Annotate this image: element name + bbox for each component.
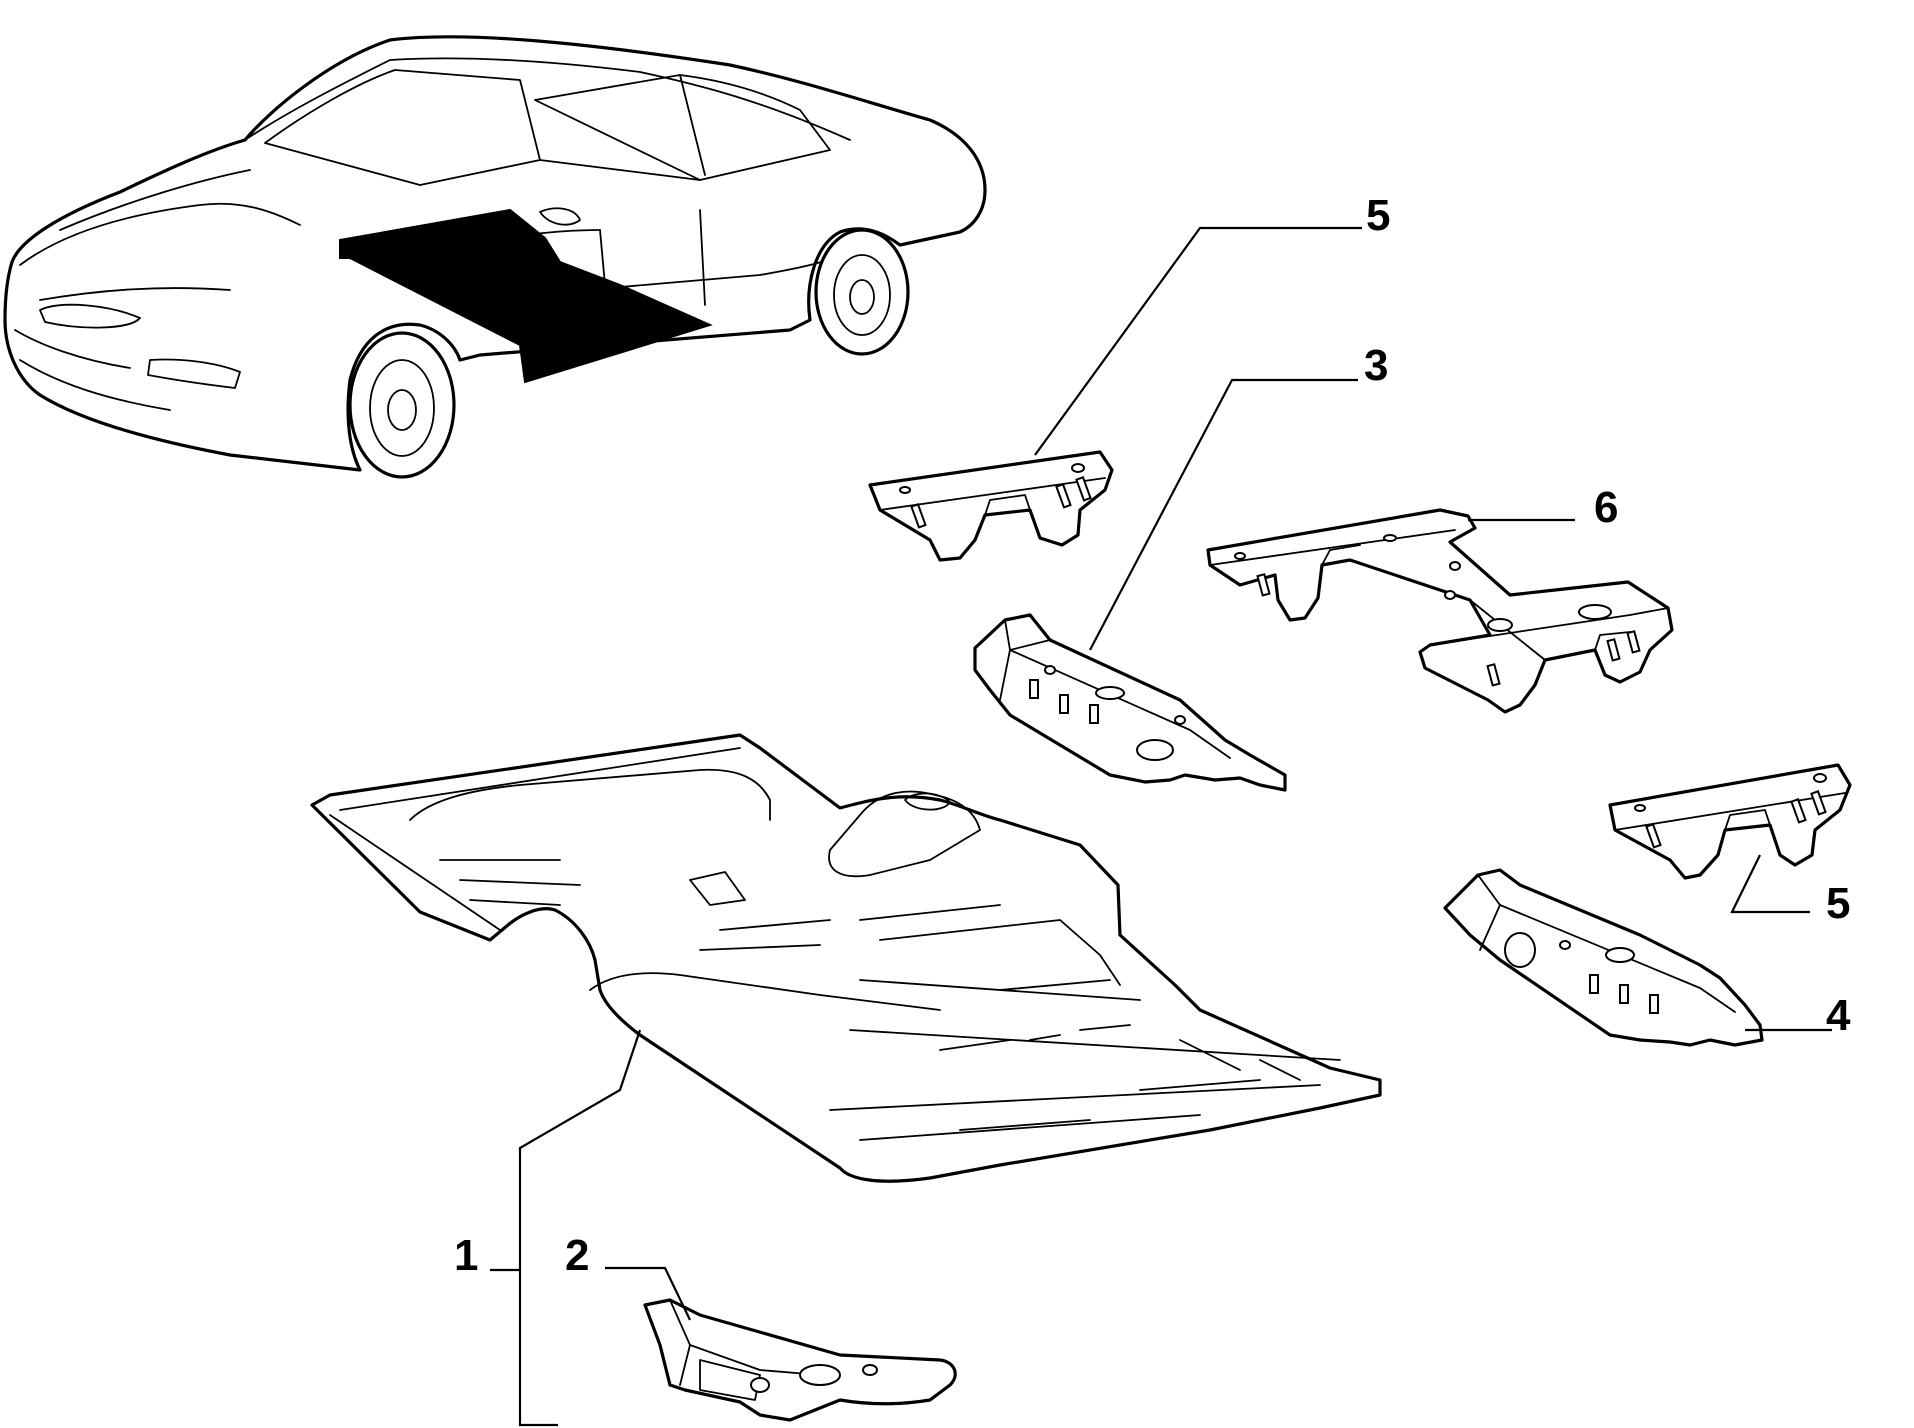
callout-6: 6 — [1594, 483, 1618, 532]
leader-lines — [490, 226, 1832, 1427]
part-3-crossmember — [973, 613, 1287, 792]
part-4-crossmember — [1443, 868, 1764, 1047]
callout-3: 3 — [1364, 341, 1388, 390]
part-1-floor-pan — [310, 733, 1382, 1183]
highlighted-floor-area — [339, 208, 713, 384]
part-5-upper-bracket — [868, 450, 1114, 562]
callout-4: 4 — [1826, 991, 1851, 1040]
part-5-lower-bracket — [1608, 763, 1852, 880]
car-illustration — [3, 35, 987, 479]
callout-5-lower: 5 — [1826, 879, 1850, 928]
part-6-frame — [1206, 508, 1674, 714]
callout-labels: 1 2 3 4 5 5 6 — [454, 191, 1851, 1280]
callout-2: 2 — [565, 1231, 589, 1280]
callout-1: 1 — [454, 1231, 478, 1280]
part-2-bracket — [643, 1298, 957, 1422]
callout-5-upper: 5 — [1366, 191, 1390, 240]
